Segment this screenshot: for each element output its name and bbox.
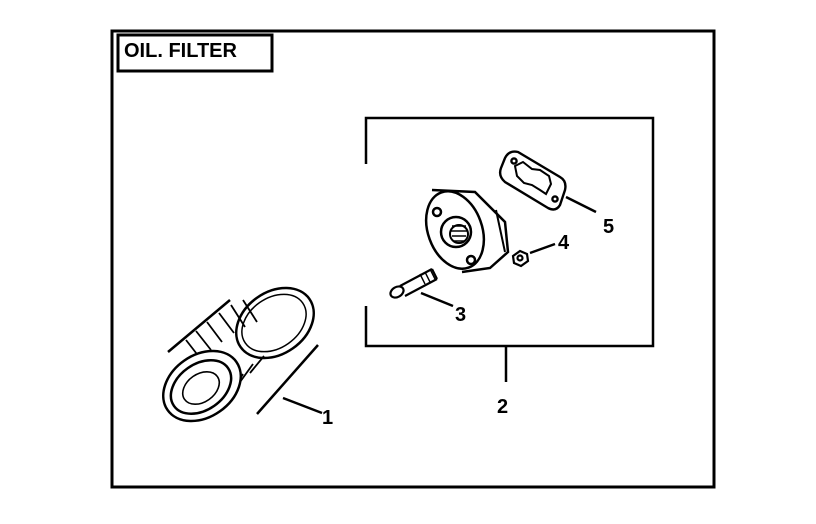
diagram-title: OIL. FILTER [124,40,238,62]
callout-5: 5 [603,216,614,238]
callout-1: 1 [322,407,333,429]
callout-4: 4 [558,232,570,254]
adapter-part [424,188,510,274]
callout-3: 3 [455,304,466,326]
callout-2: 2 [497,396,508,418]
callout-1-leader [282,396,323,415]
title-box [116,33,274,73]
assembly-bracket [364,116,655,348]
nut-part [511,249,530,268]
callout-5-leader [565,195,597,214]
callout-3-leader [420,291,454,308]
bolt-part [389,268,438,299]
outer-frame [110,29,716,489]
oil-filter-part [162,286,319,423]
callout-4-leader [529,242,556,255]
gasket-part [498,150,567,211]
